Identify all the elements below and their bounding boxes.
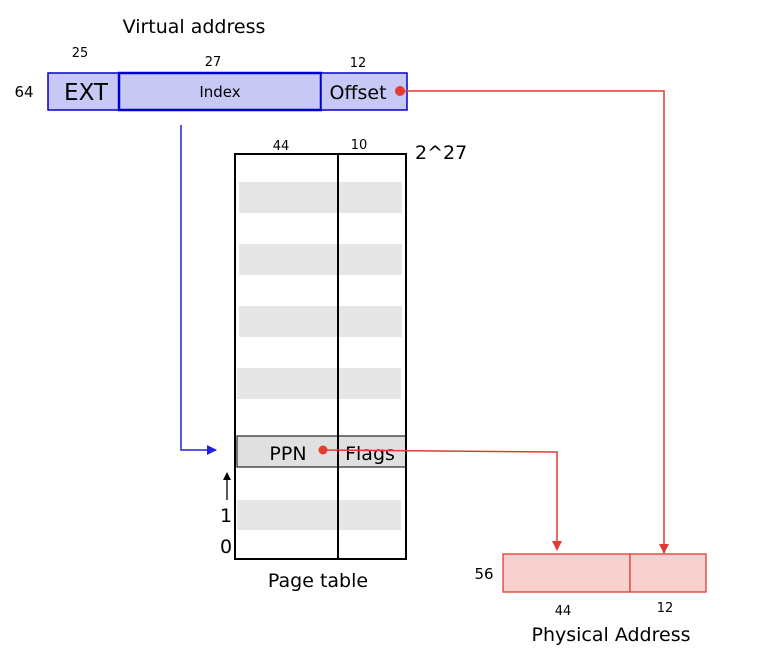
index-bit-count: 27: [205, 55, 222, 70]
row-index-zero: 0: [220, 536, 232, 558]
ext-field: [47, 72, 120, 111]
page-table-row: [237, 500, 401, 530]
page-table: PPN Flags: [234, 153, 407, 560]
ppn-column-bits: 44: [273, 139, 290, 154]
page-table-outline: [234, 153, 407, 560]
offset-to-physical-arrow: [400, 90, 669, 554]
ppn-label: PPN: [269, 443, 306, 465]
virtual-address-box: EXT Index Offset: [47, 71, 408, 112]
page-table-caption: Page table: [268, 570, 368, 592]
physical-address-caption: Physical Address: [532, 624, 691, 646]
index-field-label: Index: [199, 83, 240, 101]
page-table-row: [237, 368, 401, 399]
virtual-address-total-bits: 64: [14, 83, 33, 101]
page-table-row: [239, 306, 402, 337]
ext-bit-count: 25: [72, 46, 89, 61]
physical-address-total-bits: 56: [474, 565, 493, 583]
offset-source-dot: [395, 86, 405, 96]
ext-field-label: EXT: [64, 80, 109, 106]
physical-ppn-bits: 44: [555, 604, 572, 619]
index-field: [117, 71, 323, 112]
ppn-to-physical-arrow: [322, 449, 562, 551]
offset-field-label: Offset: [329, 82, 386, 104]
flags-label: Flags: [345, 443, 395, 465]
page-table-entry-count: 2^27: [415, 142, 467, 164]
physical-offset-bits: 12: [657, 601, 674, 616]
physical-offset-field: [629, 553, 707, 593]
offset-field: [320, 72, 408, 111]
page-table-row: [239, 244, 402, 275]
ppn-source-dot: [318, 445, 328, 455]
page-table-row: [239, 182, 402, 213]
physical-address-box: [502, 553, 707, 593]
virtual-address-title: Virtual address: [123, 16, 266, 38]
flags-column-bits: 10: [351, 138, 368, 153]
index-to-table-arrow: [180, 125, 217, 455]
physical-ppn-field: [502, 553, 631, 593]
offset-bit-count: 12: [350, 56, 367, 71]
row-index-one: 1: [220, 505, 232, 527]
